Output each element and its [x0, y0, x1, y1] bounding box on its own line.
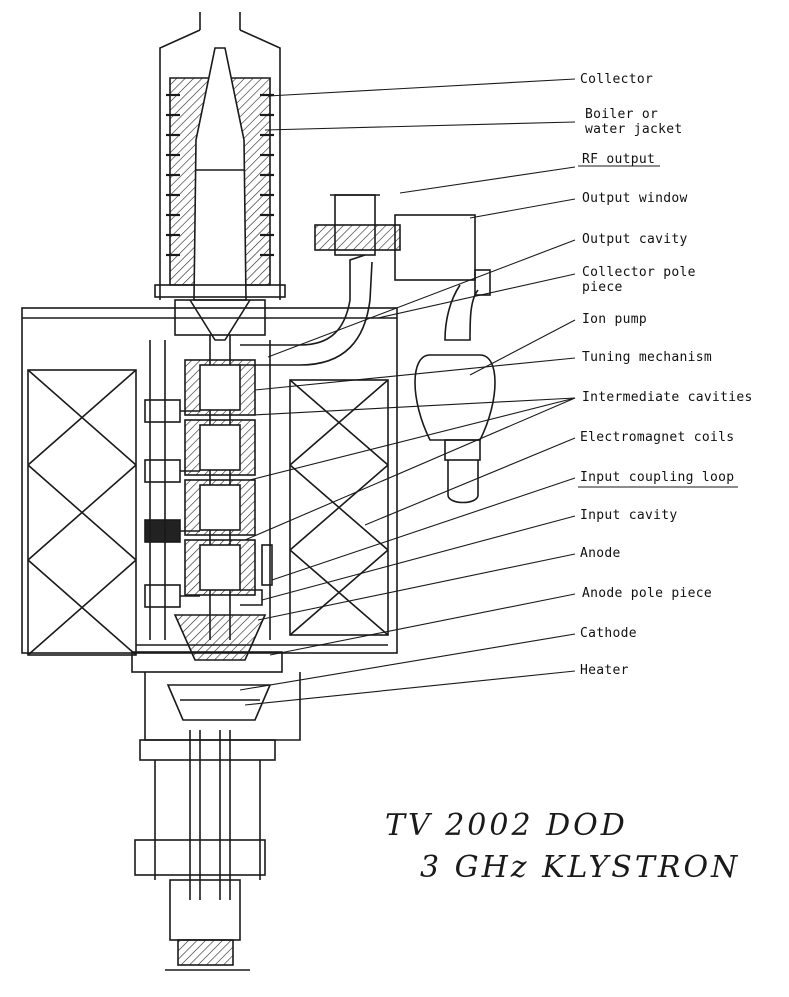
- leader-lines: [239, 78, 738, 706]
- label-input-cavity: Input cavity: [580, 508, 678, 523]
- label-output-cavity: Output cavity: [582, 232, 688, 247]
- collector-assembly: [154, 12, 286, 341]
- label-heater: Heater: [580, 663, 629, 678]
- label-rf-output: RF output: [582, 152, 656, 167]
- cavity-stack: [144, 335, 273, 640]
- label-collector: Collector: [580, 72, 654, 87]
- handwritten-description: 3 GHz KLYSTRON: [420, 850, 741, 885]
- gun-assembly: [131, 614, 301, 971]
- label-ion-pump: Ion pump: [582, 312, 648, 327]
- label-output-window: Output window: [582, 191, 688, 206]
- handwritten-model-number: TV 2002 DOD: [385, 808, 628, 843]
- output-waveguide: [240, 194, 496, 504]
- label-cathode: Cathode: [580, 626, 637, 641]
- label-anode: Anode: [580, 546, 621, 561]
- label-anode-pole-piece: Anode pole piece: [582, 586, 713, 601]
- label-input-coupling-loop: Input coupling loop: [580, 470, 735, 485]
- label-collector-pole-piece: Collector pole piece: [582, 265, 696, 295]
- label-boiler-water-jacket: Boiler or water jacket: [585, 107, 683, 137]
- label-tuning-mechanism: Tuning mechanism: [582, 350, 713, 365]
- label-electromagnet-coils: Electromagnet coils: [580, 430, 735, 445]
- label-intermediate-cavities: Intermediate cavities: [582, 390, 753, 405]
